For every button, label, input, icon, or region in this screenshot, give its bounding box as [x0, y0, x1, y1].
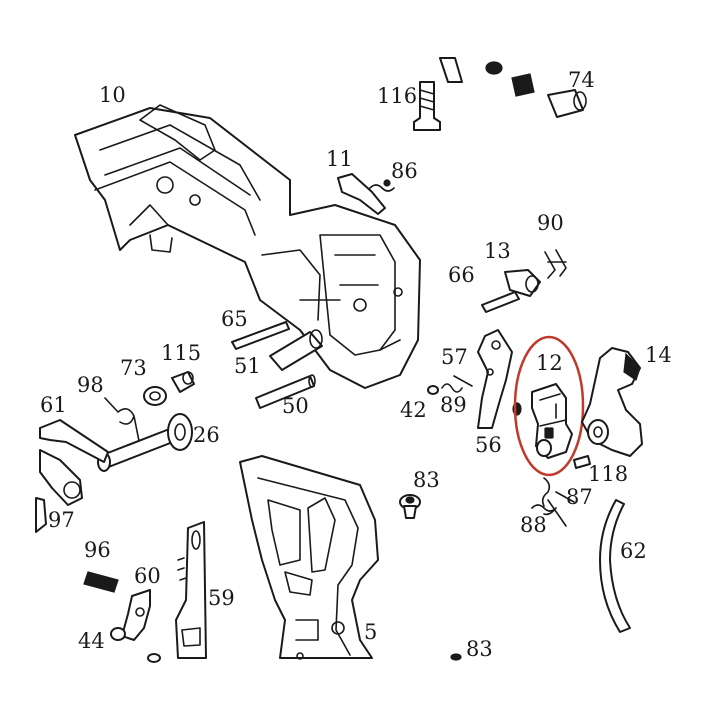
label-89: 89 — [440, 393, 467, 417]
part-44-pin — [110, 627, 126, 641]
label-59: 59 — [208, 586, 235, 610]
label-26: 26 — [193, 423, 220, 447]
part-88-spring — [531, 504, 557, 516]
label-5: 5 — [364, 620, 377, 644]
part-83-bottom — [450, 653, 462, 661]
part-57-lever — [477, 329, 513, 429]
part-89-spring — [441, 375, 473, 393]
label-62: 62 — [620, 539, 647, 563]
part-61-lever — [39, 419, 109, 506]
label-83-bottom: 83 — [466, 637, 493, 661]
label-118: 118 — [588, 462, 628, 486]
part-partial-bottom — [147, 653, 161, 663]
label-115: 115 — [161, 341, 201, 365]
label-14: 14 — [645, 343, 672, 367]
part-top-parts — [485, 61, 587, 118]
label-87: 87 — [566, 485, 593, 509]
label-10: 10 — [99, 83, 126, 107]
label-56: 56 — [475, 433, 502, 457]
part-14-hammer — [581, 347, 643, 457]
part-98-spring — [104, 397, 141, 447]
part-97-fragment — [35, 497, 47, 533]
part-62-spring — [599, 499, 631, 633]
label-73: 73 — [120, 356, 147, 380]
label-60: 60 — [134, 564, 161, 588]
label-44: 44 — [78, 629, 105, 653]
part-116-screw — [413, 81, 441, 131]
part-86-spring — [369, 179, 395, 192]
label-96: 96 — [84, 538, 111, 562]
part-96-spring — [83, 571, 119, 593]
part-12-sear — [531, 383, 573, 459]
part-51-pin — [269, 329, 323, 371]
part-50-pin — [255, 374, 316, 409]
part-top-bracket — [439, 57, 463, 83]
label-83: 83 — [413, 468, 440, 492]
label-11: 11 — [326, 147, 353, 171]
label-97: 97 — [48, 508, 75, 532]
part-118-pin — [573, 455, 591, 469]
part-90-spring — [544, 249, 567, 279]
part-26-axle — [97, 413, 193, 472]
part-13-pin — [504, 269, 541, 297]
label-57: 57 — [441, 345, 468, 369]
part-10-frame — [74, 104, 421, 389]
label-51: 51 — [234, 354, 261, 378]
part-83-screw — [399, 494, 421, 519]
label-88: 88 — [520, 513, 547, 537]
part-5-lower-frame — [239, 455, 379, 660]
label-98: 98 — [77, 373, 104, 397]
label-61: 61 — [40, 393, 67, 417]
label-90: 90 — [537, 211, 564, 235]
part-labels: 10 116 74 11 86 90 13 66 65 51 50 115 73… — [40, 68, 672, 661]
part-65-pin — [231, 321, 290, 350]
label-74: 74 — [568, 68, 595, 92]
part-60-lever — [121, 589, 151, 641]
part-87-spring — [541, 477, 575, 527]
highlight-circle — [513, 335, 585, 477]
label-86: 86 — [391, 159, 418, 183]
label-66: 66 — [448, 263, 475, 287]
label-116: 116 — [377, 84, 417, 108]
label-42: 42 — [400, 398, 427, 422]
label-50: 50 — [282, 394, 309, 418]
part-73-washer — [143, 386, 167, 406]
part-115-screw — [171, 371, 195, 393]
label-12: 12 — [536, 351, 563, 375]
part-11-lever — [337, 173, 386, 215]
part-42-pin — [427, 385, 439, 395]
part-66-pin — [481, 291, 520, 313]
label-65: 65 — [221, 307, 248, 331]
part-59-bar — [175, 521, 207, 659]
label-13: 13 — [484, 239, 511, 263]
